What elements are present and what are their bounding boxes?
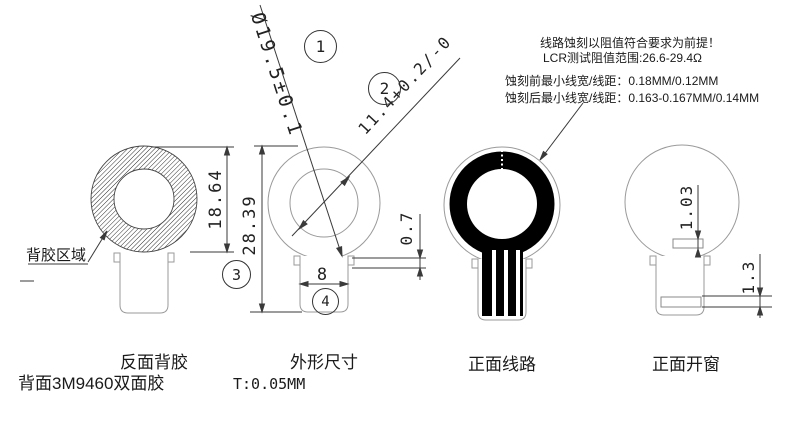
balloon-4: 4 (312, 288, 339, 315)
outline-inner-circle (289, 168, 359, 238)
dim-tab-width: 8 (316, 265, 330, 286)
tab-ear-left (293, 255, 301, 266)
balloon-3: 3 (222, 260, 251, 289)
note-lcr-range: LCR测试阻值范围:26.6-29.4Ω (543, 51, 703, 65)
outline-outer-circle (267, 146, 381, 260)
caption-view-back-adhesive: 反面背胶 (120, 353, 188, 372)
trace-slot-3 (516, 250, 520, 316)
tab-outline (119, 253, 169, 314)
tab-ear-right (167, 252, 175, 263)
caption-view-front-circuit: 正面线路 (468, 355, 536, 374)
adhesive-ring-hole (113, 168, 175, 230)
note-requirement: 线路蚀刻以阻值符合要求为前提！ (540, 36, 721, 50)
balloon-1: 1 (304, 30, 337, 63)
tab-ear-left (649, 255, 657, 266)
label-adhesive-area: 背胶区域 (26, 247, 87, 264)
caption-view-outline: 外形尺寸 (290, 353, 358, 372)
note-pre-etch: 蚀刻前最小线宽/线距：0.18MM/0.12MM (505, 74, 719, 88)
note-post-etch: 蚀刻后最小线宽/线距：0.163-0.167MM/0.14MM (505, 91, 760, 105)
tab-ear-right (525, 258, 533, 269)
trace-slot-2 (504, 250, 508, 316)
view-front-circuit-geometry (443, 146, 561, 321)
tail-window-opening (660, 296, 702, 308)
label-backing-material: 背面3M9460双面胶 (18, 374, 165, 393)
conductor-ring-hole (467, 169, 537, 239)
dim-overall-height: 28.39 (240, 194, 261, 256)
dim-step-height: 0.7 (396, 210, 416, 246)
view-back-adhesive-geometry (90, 145, 198, 314)
tab-ear-right (347, 255, 355, 266)
dim-tail-window-height: 1.3 (738, 259, 758, 295)
tab-ear-right (703, 255, 711, 266)
caption-view-front-window: 正面开窗 (652, 355, 720, 374)
window-opening (672, 238, 704, 249)
dim-adhesive-outer: 18.64 (206, 168, 227, 230)
balloon-2: 2 (368, 72, 401, 105)
dimension-lines (20, 4, 772, 318)
dim-window-height: 1.03 (676, 183, 696, 231)
tab-ear-left (113, 252, 121, 263)
view-front-window-geometry (624, 144, 740, 316)
tab-ear-left (471, 258, 479, 269)
trace-slot-1 (492, 250, 496, 316)
label-thickness: T:0.05MM (233, 375, 306, 393)
